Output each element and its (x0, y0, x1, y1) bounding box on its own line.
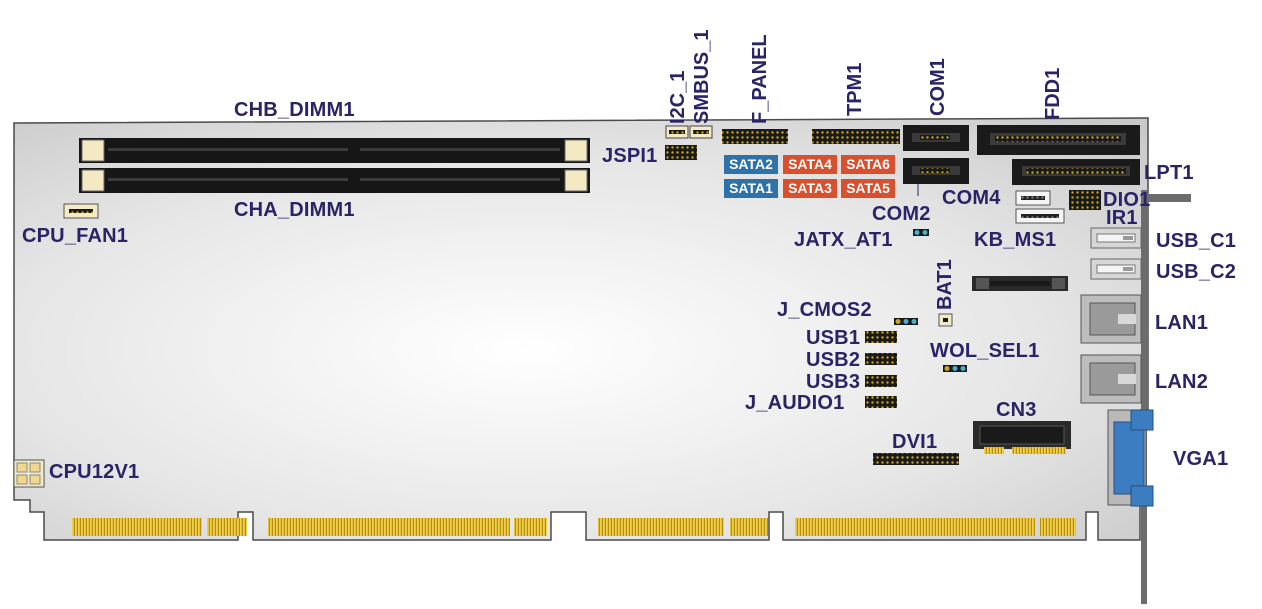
sata3-connector: SATA3 (783, 179, 837, 198)
usb3-header (865, 375, 897, 387)
label-bat: BAT1 (934, 259, 956, 310)
label-usb2: USB2 (806, 349, 861, 371)
label-i2c: I2C_1 (667, 70, 689, 124)
label-cha-dimm: CHA_DIMM1 (234, 199, 355, 221)
label-jspi: JSPI1 (602, 145, 658, 167)
label-jatx: JATX_AT1 (794, 229, 893, 251)
label-cpu-fan: CPU_FAN1 (22, 225, 129, 247)
cn3-connector (973, 421, 1071, 454)
label-chb-dimm: CHB_DIMM1 (234, 99, 355, 121)
jatx-jumper (913, 229, 929, 236)
label-com1: COM1 (927, 58, 949, 116)
dimm-slot-cha (79, 168, 590, 193)
label-cn3: CN3 (996, 399, 1037, 421)
label-usb-c2: USB_C2 (1156, 261, 1237, 283)
j-audio-header (865, 396, 897, 408)
label-vga: VGA1 (1173, 448, 1229, 470)
tpm-header (812, 129, 900, 144)
io-bracket (1141, 190, 1147, 604)
dimm-slot-chb (79, 138, 590, 163)
label-fdd: FDD1 (1042, 67, 1064, 120)
label-lpt: LPT1 (1144, 162, 1194, 184)
usb-c1-port (1090, 227, 1142, 249)
dio-header (1069, 190, 1101, 210)
label-j-audio: J_AUDIO1 (745, 392, 845, 414)
label-lan2: LAN2 (1155, 371, 1209, 393)
label-tpm: TPM1 (844, 62, 866, 116)
gold-fingers (72, 518, 1076, 536)
pcb-outline (13, 117, 1149, 541)
f-panel-header (722, 129, 788, 144)
label-ir: IR1 (1106, 207, 1138, 229)
lan1-port (1080, 294, 1142, 344)
bracket-tab (1147, 194, 1191, 202)
vga-port (1107, 409, 1154, 507)
usb1-header (865, 331, 897, 343)
sata4-connector: SATA4 (783, 155, 837, 174)
sata2-connector: SATA2 (724, 155, 778, 174)
label-lan1: LAN1 (1155, 312, 1209, 334)
label-kb-ms: KB_MS1 (974, 229, 1057, 251)
lan2-port (1080, 354, 1142, 404)
label-com4: COM4 (942, 187, 1001, 209)
usb-c2-port (1090, 258, 1142, 280)
label-com2: COM2 (872, 203, 931, 225)
label-smbus: SMBUS_1 (691, 29, 713, 124)
usb2-header (865, 353, 897, 365)
label-usb3: USB3 (806, 371, 861, 393)
sata6-connector: SATA6 (841, 155, 895, 174)
label-wol-sel: WOL_SEL1 (930, 340, 1040, 362)
label-j-cmos: J_CMOS2 (777, 299, 872, 321)
label-cpu12v: CPU12V1 (49, 461, 140, 483)
sata1-connector: SATA1 (724, 179, 778, 198)
label-dvi: DVI1 (892, 431, 938, 453)
label-dio: DIO1 (1103, 189, 1151, 211)
battery-holder (972, 276, 1068, 291)
label-f-panel: F_PANEL (749, 34, 771, 124)
dvi-header (873, 453, 959, 465)
jspi-header (665, 145, 697, 160)
sata5-connector: SATA5 (841, 179, 895, 198)
label-usb1: USB1 (806, 327, 861, 349)
label-usb-c1: USB_C1 (1156, 230, 1237, 252)
cpu12v-connector (13, 459, 45, 488)
